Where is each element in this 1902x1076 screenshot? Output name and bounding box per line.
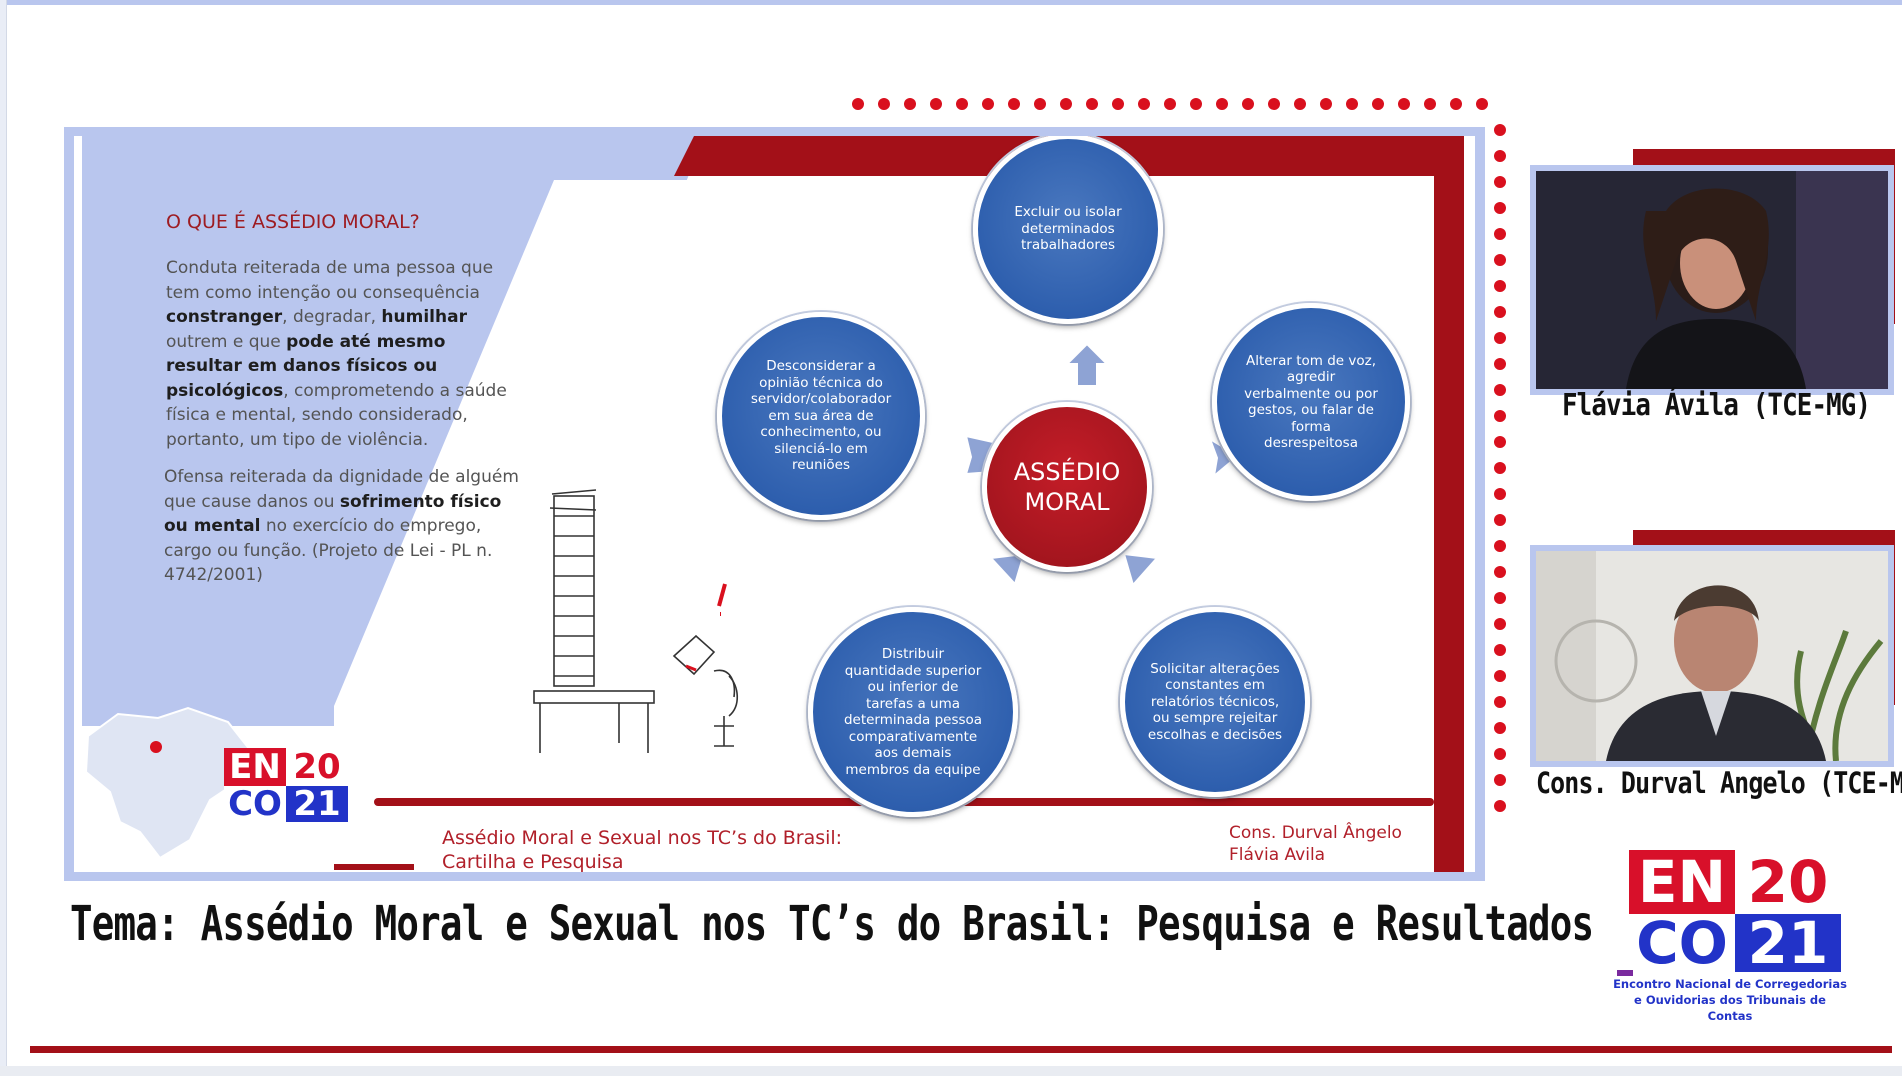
border-dot <box>1494 410 1506 422</box>
border-dot <box>1494 670 1506 682</box>
border-dot <box>1494 358 1506 370</box>
circle-disregard-opinion: Desconsiderar a opinião técnica do servi… <box>717 312 925 520</box>
enco-2021-logo: EN 20 CO 21 Encontro Nacional de Correge… <box>1613 846 1847 1023</box>
border-dot <box>1242 98 1254 110</box>
border-dot <box>852 98 864 110</box>
border-dot <box>956 98 968 110</box>
slide-footer-title: Assédio Moral e Sexual nos TC’s do Brasi… <box>442 827 843 872</box>
circle-text: Excluir ou isolar determinados trabalhad… <box>1014 204 1122 254</box>
border-dot <box>1372 98 1384 110</box>
speaker1-video-frame <box>1536 171 1888 389</box>
border-dot <box>1086 98 1098 110</box>
border-dot <box>878 98 890 110</box>
border-dot <box>1450 98 1462 110</box>
logo-subtitle-line: Encontro Nacional de Corregedorias <box>1613 977 1847 991</box>
border-dot <box>1008 98 1020 110</box>
border-dot <box>1494 800 1506 812</box>
border-dot <box>1494 774 1506 786</box>
circle-text: Distribuir quantidade superior ou inferi… <box>843 646 983 778</box>
circle-request-changes: Solicitar alterações constantes em relat… <box>1120 607 1310 797</box>
top-accent-strip <box>0 0 1902 5</box>
border-dot <box>1346 98 1358 110</box>
slide-footer-authors: Cons. Durval Ângelo Flávia Avila <box>1229 822 1402 866</box>
logo-co: CO <box>1636 909 1728 977</box>
speaker2-name: Cons. Durval Angelo (TCE-MG) <box>1536 766 1902 800</box>
border-dot <box>1494 540 1506 552</box>
speaker1-video[interactable] <box>1530 165 1894 395</box>
border-dot <box>1494 722 1506 734</box>
slide-question-title: O QUE É ASSÉDIO MORAL? <box>166 211 420 233</box>
border-dot <box>1476 98 1488 110</box>
border-dot <box>1034 98 1046 110</box>
speaker2-video[interactable] <box>1530 545 1894 767</box>
circle-text: Desconsiderar a opinião técnica do servi… <box>750 358 892 474</box>
circle-text: Alterar tom de voz, agredir verbalmente … <box>1244 352 1378 452</box>
border-dot <box>1164 98 1176 110</box>
logo-20: 20 <box>1747 848 1829 916</box>
logo-en: EN <box>1629 850 1735 914</box>
logo-subtitle: Encontro Nacional de Corregedorias e Ouv… <box>1613 976 1847 1024</box>
logo-subtitle-line: e Ouvidorias dos Tribunais de Contas <box>1634 993 1826 1023</box>
bottom-red-line <box>30 1046 1892 1053</box>
border-dot <box>1494 202 1506 214</box>
border-dot <box>1494 748 1506 760</box>
border-dot <box>982 98 994 110</box>
border-dot <box>1494 462 1506 474</box>
border-dot <box>1494 488 1506 500</box>
border-dot <box>1294 98 1306 110</box>
bottom-strip <box>0 1066 1902 1076</box>
border-dot <box>1494 332 1506 344</box>
border-dot <box>1138 98 1150 110</box>
border-dot <box>1268 98 1280 110</box>
border-dot <box>1320 98 1332 110</box>
border-dot <box>1112 98 1124 110</box>
border-dot <box>1494 306 1506 318</box>
border-dot <box>1494 176 1506 188</box>
law-paragraph: Ofensa reiterada da dignidade de alguém … <box>164 467 519 585</box>
border-dot <box>1494 566 1506 578</box>
circle-alter-voice: Alterar tom de voz, agredir verbalmente … <box>1212 303 1410 501</box>
border-dot <box>1190 98 1202 110</box>
border-dot <box>1424 98 1436 110</box>
border-dot <box>1494 592 1506 604</box>
center-circle-assedio-moral: ASSÉDIO MORAL <box>982 402 1152 572</box>
slide-logo-20: 20 <box>286 748 348 786</box>
border-dot <box>1494 228 1506 240</box>
border-dot <box>1494 514 1506 526</box>
border-dot <box>1398 98 1410 110</box>
slide-logo-en: EN <box>224 748 286 786</box>
border-dot <box>1494 696 1506 708</box>
theme-title: Tema: Assédio Moral e Sexual nos TC’s do… <box>70 896 1594 952</box>
slide-logo: EN 20 CO 21 <box>224 748 348 832</box>
circle-distribute-tasks: Distribuir quantidade superior ou inferi… <box>808 607 1018 817</box>
border-dot <box>1494 618 1506 630</box>
border-dot <box>930 98 942 110</box>
center-circle-label: ASSÉDIO MORAL <box>1013 458 1121 516</box>
border-dot <box>1494 384 1506 396</box>
left-window-edge <box>0 0 7 1076</box>
border-dot <box>1494 644 1506 656</box>
border-dot <box>1494 150 1506 162</box>
slide-footer-author: Flávia Avila <box>1229 845 1326 865</box>
definition-paragraph: Conduta reiterada de uma pessoa que tem … <box>166 258 507 450</box>
slide-footer-author: Cons. Durval Ângelo <box>1229 823 1402 843</box>
border-dot <box>1494 280 1506 292</box>
logo-21: 21 <box>1735 914 1841 972</box>
border-dot <box>904 98 916 110</box>
border-dot <box>1494 436 1506 448</box>
speaker1-name: Flávia Ávila (TCE-MG) <box>1562 388 1871 423</box>
logo-accent-bar <box>1617 970 1633 976</box>
speaker2-video-frame <box>1536 551 1888 761</box>
border-dot <box>1494 124 1506 136</box>
border-dot <box>1216 98 1228 110</box>
circle-exclude-isolate: Excluir ou isolar determinados trabalhad… <box>973 136 1163 324</box>
border-dot <box>1494 254 1506 266</box>
circle-text: Solicitar alterações constantes em relat… <box>1147 660 1283 743</box>
slide-logo-21: 21 <box>286 786 348 822</box>
presentation-slide: O QUE É ASSÉDIO MORAL? Conduta reiterada… <box>74 136 1475 872</box>
border-dot <box>1060 98 1072 110</box>
slide-logo-co: CO <box>224 786 286 822</box>
